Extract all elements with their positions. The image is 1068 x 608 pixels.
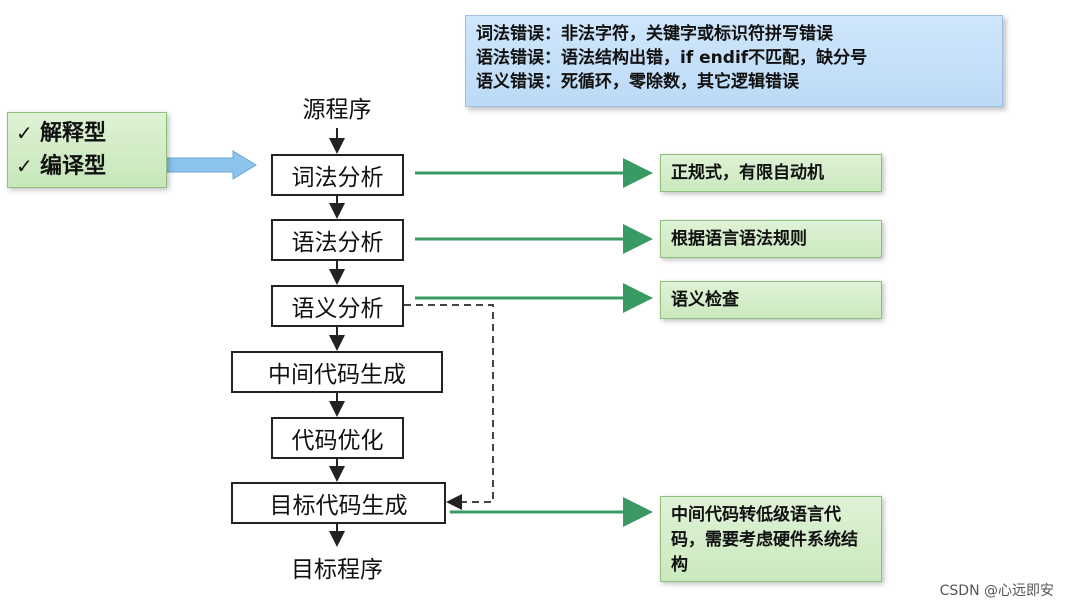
semantic-error-text: 语义错误：死循环，零除数，其它逻辑错误 [476,72,799,92]
type-interpreted: ✓ 解释型 [16,117,158,150]
stage-code-optimization: 代码优化 [271,417,404,459]
error-types-box: 词法错误：非法字符，关键字或标识符拼写错误 语法错误：语法结构出错，if end… [465,15,1003,107]
stage-syntax-analysis: 语法分析 [271,219,404,261]
dashed-semantic-to-target [404,304,494,510]
note-lexical: 正规式，有限自动机 [660,154,882,192]
lexical-error-text: 词法错误：非法字符，关键字或标识符拼写错误 [476,24,833,44]
stage-target-code: 目标代码生成 [231,482,446,524]
target-program-label: 目标程序 [291,557,383,583]
note-syntax: 根据语言语法规则 [660,220,882,258]
stage-semantic-analysis: 语义分析 [271,285,404,327]
stage-intermediate-code: 中间代码生成 [231,351,443,393]
check-icon: ✓ [16,154,33,178]
note-target: 中间代码转低级语言代码，需要考虑硬件系统结构 [660,496,882,582]
source-program-label: 源程序 [302,97,372,123]
type-interpreted-label: 解释型 [40,121,107,146]
stage-lexical-analysis: 词法分析 [271,154,404,196]
type-compiled: ✓ 编译型 [16,150,158,183]
watermark: CSDN @心远即安 [939,583,1054,599]
syntax-error-text: 语法错误：语法结构出错，if endif不匹配，缺分号 [476,48,868,68]
check-icon: ✓ [16,121,33,145]
language-types-box: ✓ 解释型 ✓ 编译型 [7,112,167,188]
type-compiled-label: 编译型 [40,154,107,179]
note-semantic: 语义检查 [660,281,882,319]
